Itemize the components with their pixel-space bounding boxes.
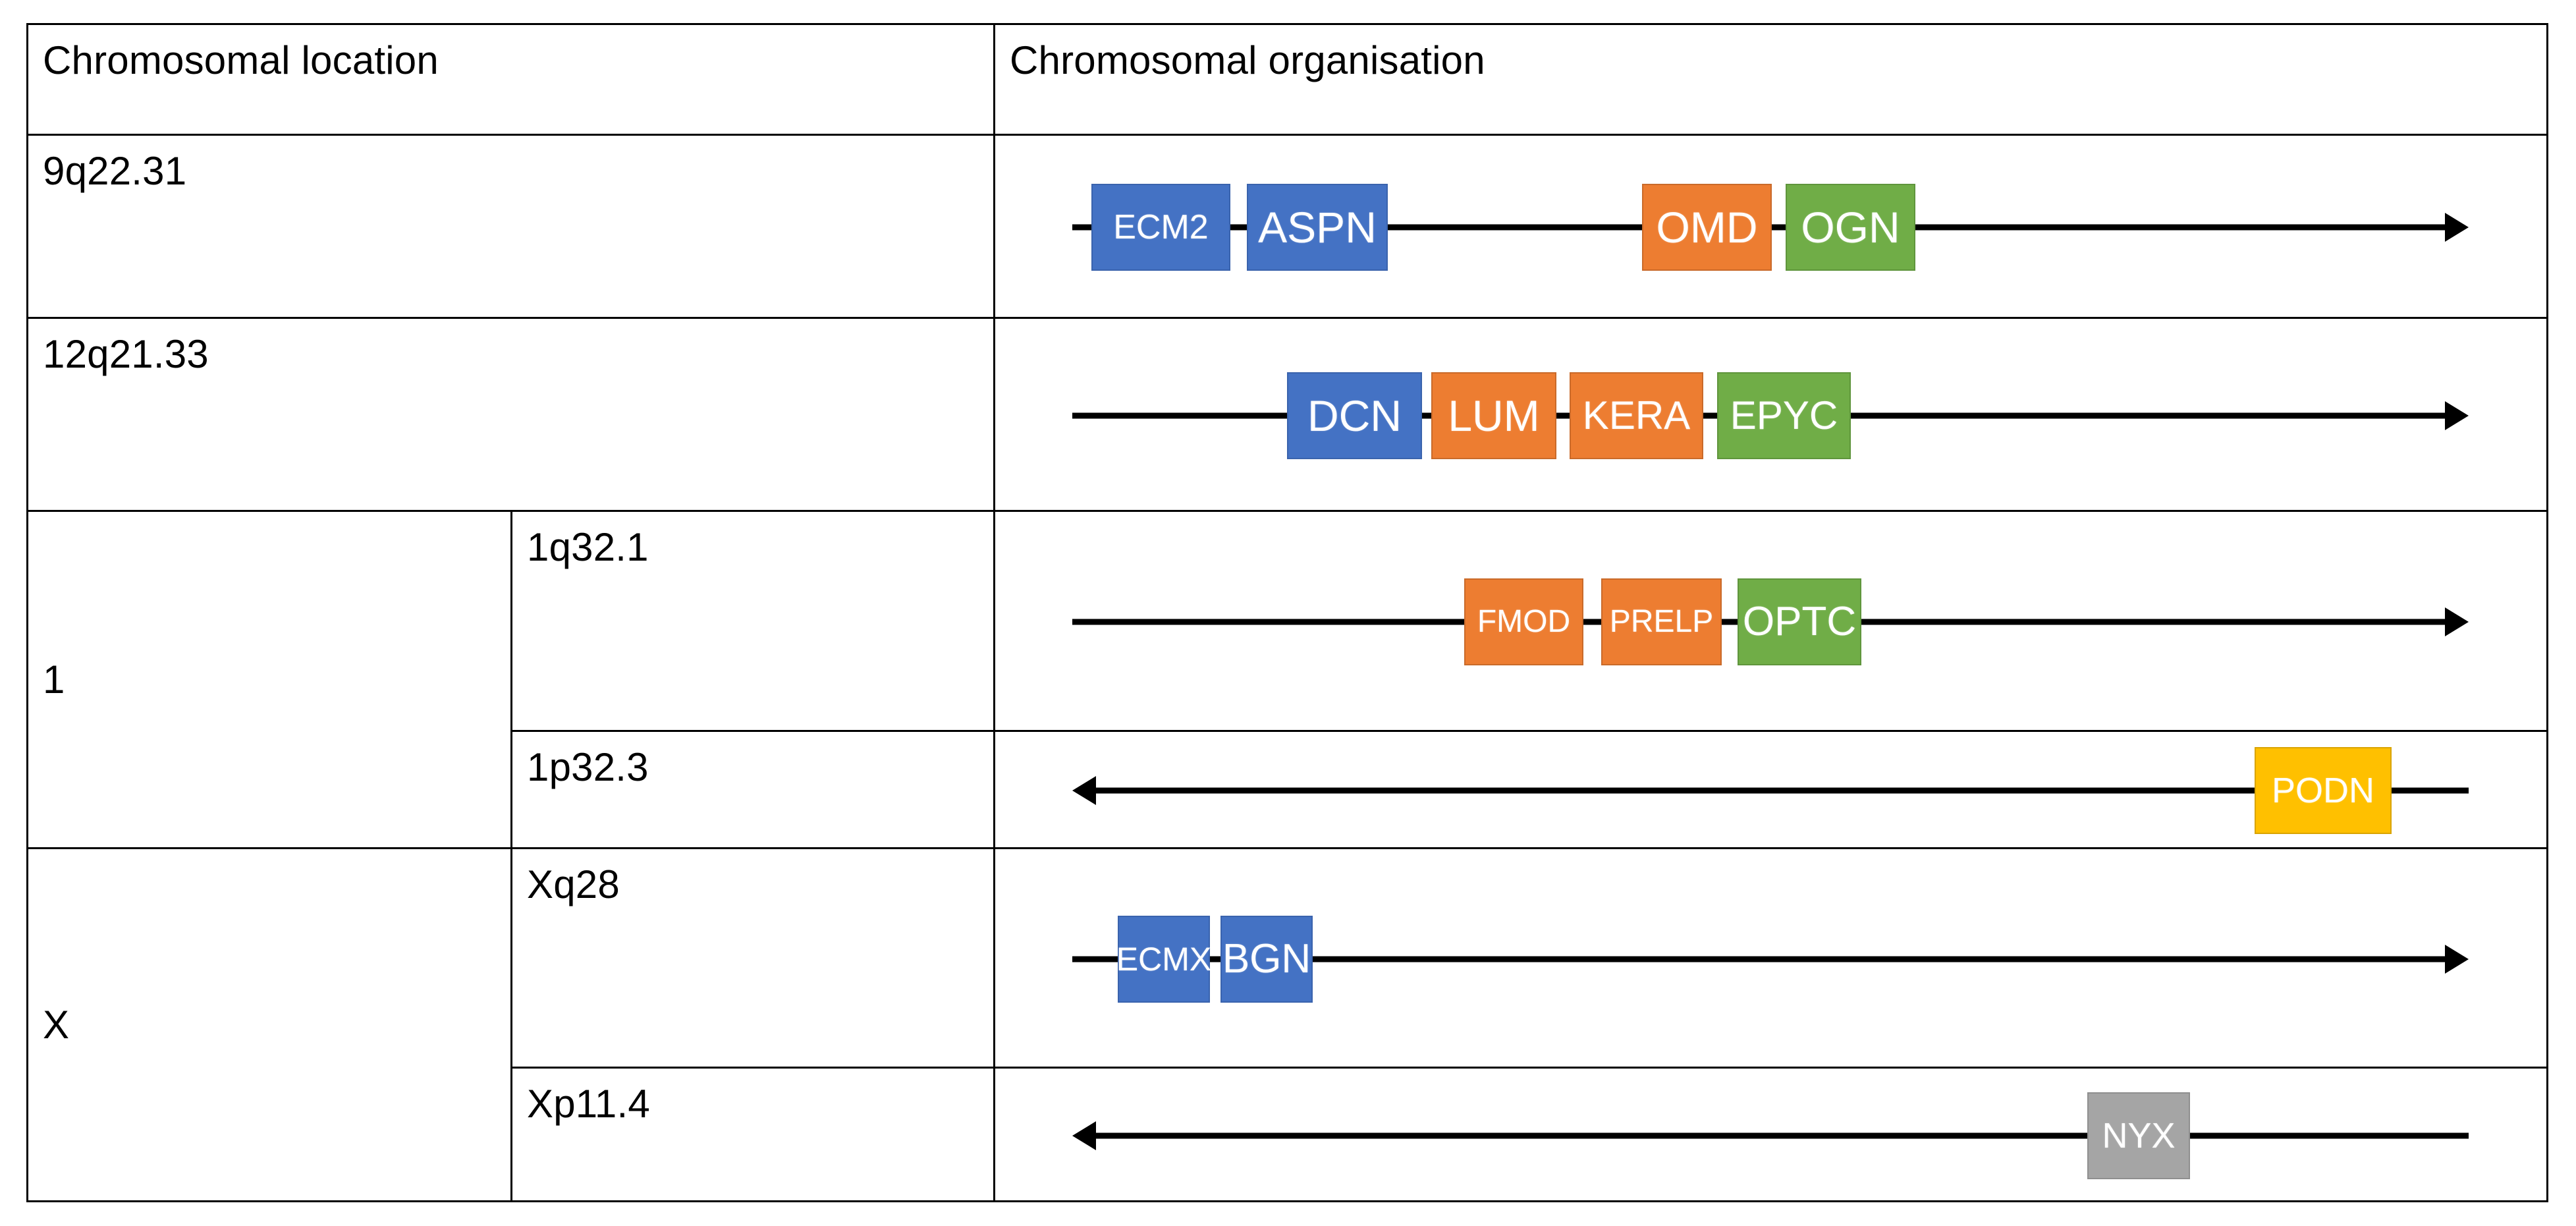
sublocation-label: 1q32.1 — [527, 525, 649, 569]
cell-organisation-9q2231: ECM2 ASPN OMD OGN — [993, 134, 2548, 319]
arrow-head-icon — [2445, 401, 2469, 430]
gene-box-prelp[interactable]: PRELP — [1601, 578, 1722, 665]
header-label-location: Chromosomal location — [43, 38, 439, 82]
gene-label: DCN — [1307, 391, 1402, 440]
gene-label: ASPN — [1258, 203, 1377, 252]
gene-box-nyx[interactable]: NYX — [2087, 1092, 2190, 1179]
header-label-organisation: Chromosomal organisation — [1010, 38, 1485, 82]
table-row: 1 1q32.1 FMOD PRELP OPTC — [26, 510, 2548, 849]
arrow-head-icon — [2445, 213, 2469, 242]
gene-label: OGN — [1801, 203, 1900, 252]
table-row: X Xq28 ECMX BGN — [26, 847, 2548, 1202]
cell-organisation-xp114: NYX — [993, 1067, 2548, 1202]
arrow-head-icon — [2445, 944, 2469, 974]
table-row: 12q21.33 DCN LUM KERA EPYC — [26, 317, 2548, 512]
location-label: 12q21.33 — [43, 332, 209, 376]
chromosome-track: FMOD PRELP OPTC — [995, 512, 2546, 730]
sublocation-label: 1p32.3 — [527, 744, 649, 789]
gene-box-lum[interactable]: LUM — [1431, 372, 1556, 459]
chromosome-line — [1072, 1121, 2469, 1150]
gene-box-omd[interactable]: OMD — [1642, 184, 1772, 271]
gene-box-ecmx[interactable]: ECMX — [1116, 915, 1212, 1003]
gene-label: OPTC — [1742, 599, 1857, 644]
chromosome-track: ECMX BGN — [995, 849, 2546, 1067]
cell-sublocation-1q321: 1q32.1 — [510, 510, 995, 732]
chromosome-track: DCN LUM KERA EPYC — [995, 319, 2546, 510]
gene-box-podn[interactable]: PODN — [2255, 746, 2392, 834]
cell-location-9q2231: 9q22.31 — [26, 134, 995, 319]
cell-organisation-1q321: FMOD PRELP OPTC — [993, 510, 2548, 732]
gene-box-aspn[interactable]: ASPN — [1247, 184, 1388, 271]
gene-label: KERA — [1582, 393, 1691, 437]
cell-organisation-xq28: ECMX BGN — [993, 847, 2548, 1069]
gene-box-fmod[interactable]: FMOD — [1464, 578, 1583, 665]
table-row: Xp11.4 NYX — [28, 1067, 2548, 1202]
cell-sublocation-xp114: Xp11.4 — [510, 1067, 995, 1202]
gene-box-epyc[interactable]: EPYC — [1717, 372, 1851, 459]
arrow-head-icon — [2445, 607, 2469, 636]
sublocation-label: Xp11.4 — [527, 1082, 650, 1126]
location-label: 1 — [43, 657, 65, 702]
location-label: 9q22.31 — [43, 149, 187, 193]
gene-box-ogn[interactable]: OGN — [1786, 184, 1915, 271]
gene-label: ECMX — [1116, 940, 1212, 978]
gene-label: PRELP — [1609, 604, 1714, 639]
chromosome-line — [1072, 775, 2469, 805]
gene-label: EPYC — [1730, 393, 1838, 437]
gene-box-bgn[interactable]: BGN — [1220, 915, 1313, 1003]
gene-label: PODN — [2271, 770, 2374, 810]
cell-location-12q2133: 12q21.33 — [26, 317, 995, 512]
gene-box-dcn[interactable]: DCN — [1287, 372, 1422, 459]
arrow-head-icon — [1072, 1121, 1096, 1150]
gene-box-optc[interactable]: OPTC — [1738, 578, 1861, 665]
cell-organisation-1p323: PODN — [993, 729, 2548, 849]
arrow-head-icon — [1072, 775, 1096, 805]
cell-location-chr1: 1 — [26, 510, 512, 849]
gene-label: LUM — [1448, 391, 1540, 440]
sublocation-label: Xq28 — [527, 862, 620, 906]
gene-label: FMOD — [1477, 604, 1571, 639]
cell-sublocation-1p323: 1p32.3 — [510, 729, 995, 849]
gene-box-kera[interactable]: KERA — [1570, 372, 1703, 459]
chromosome-track: NYX — [995, 1069, 2546, 1200]
cell-organisation-12q2133: DCN LUM KERA EPYC — [993, 317, 2548, 512]
table-row: 1p32.3 PODN — [28, 729, 2548, 849]
gene-label: BGN — [1222, 935, 1311, 982]
gene-label: ECM2 — [1113, 208, 1209, 246]
chromosome-track: PODN — [995, 732, 2546, 847]
gene-table: Chromosomal location Chromosomal organis… — [26, 23, 2548, 1202]
location-label: X — [43, 1002, 70, 1047]
header-cell-location: Chromosomal location — [26, 23, 995, 136]
cell-location-chrX: X — [26, 847, 512, 1202]
header-cell-organisation: Chromosomal organisation — [993, 23, 2548, 136]
table-row: 9q22.31 ECM2 ASPN OMD OGN — [26, 134, 2548, 319]
gene-box-ecm2[interactable]: ECM2 — [1091, 184, 1230, 271]
gene-label: OMD — [1656, 203, 1758, 252]
table-header-row: Chromosomal location Chromosomal organis… — [26, 23, 2548, 136]
cell-sublocation-xq28: Xq28 — [510, 847, 995, 1069]
chromosome-track: ECM2 ASPN OMD OGN — [995, 136, 2546, 317]
gene-label: NYX — [2102, 1116, 2176, 1156]
